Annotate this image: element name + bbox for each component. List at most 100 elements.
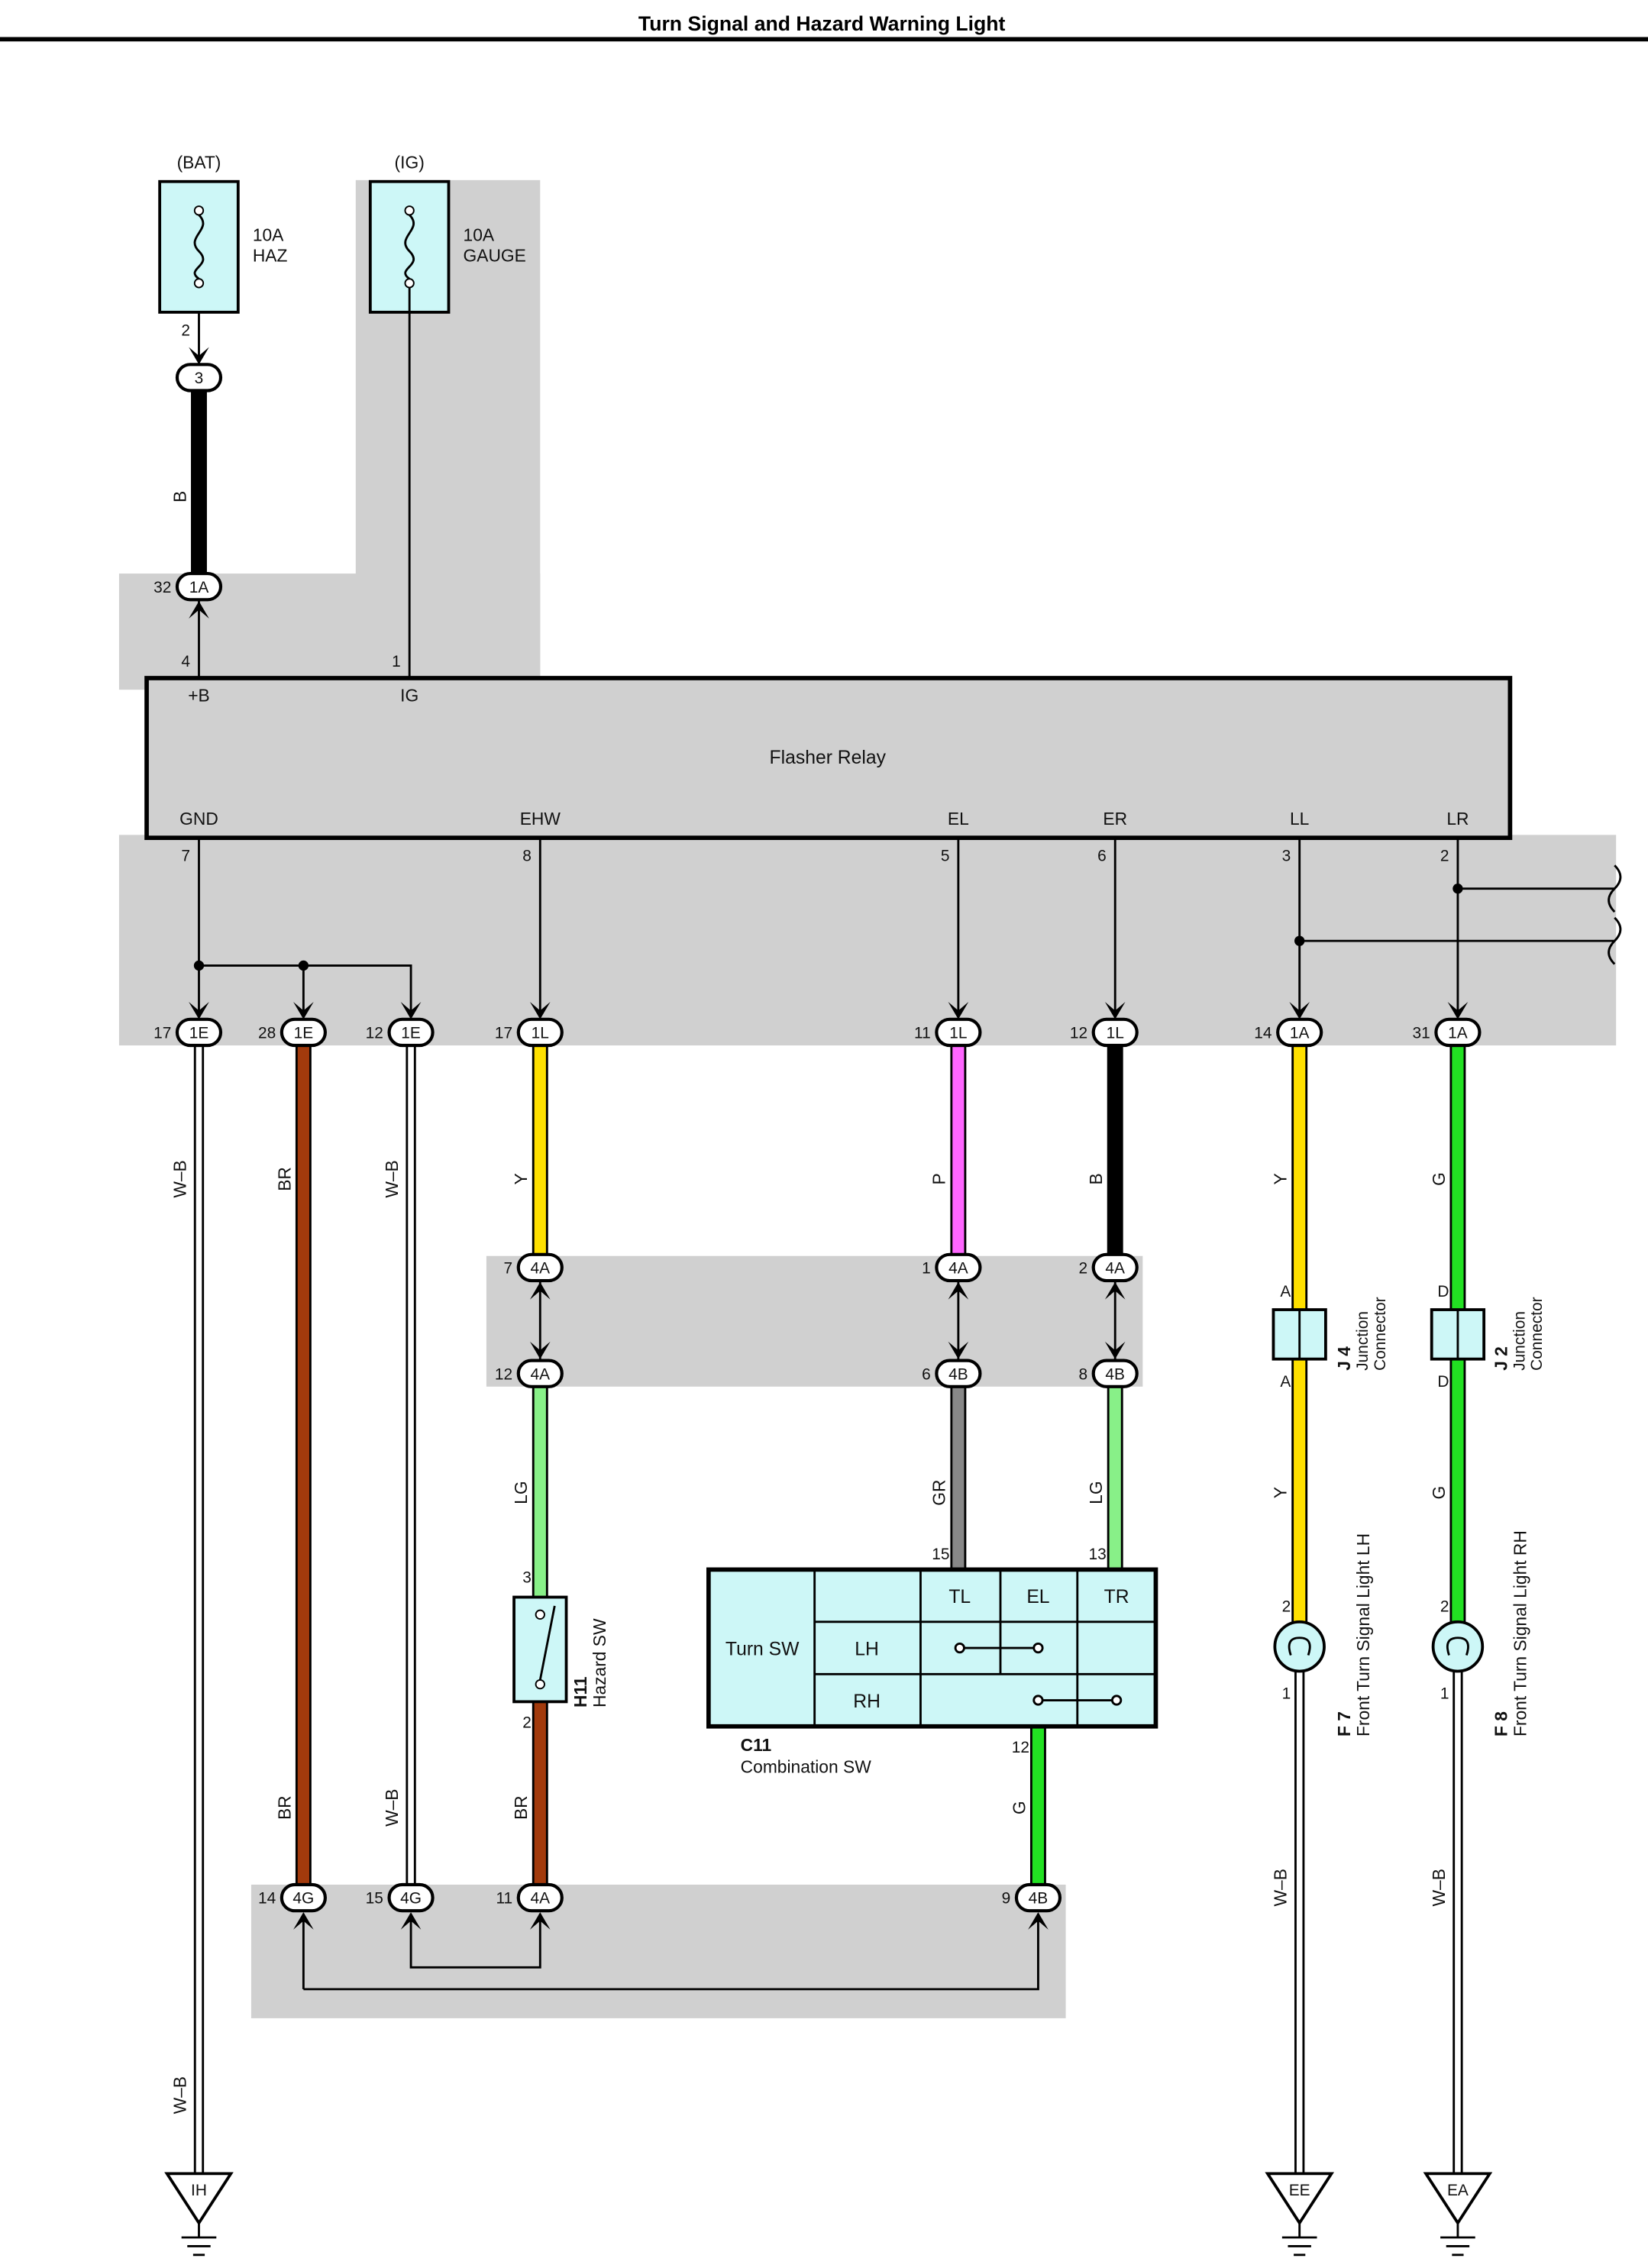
arrow-down-icon <box>1104 1001 1126 1019</box>
j2-id: J 2 <box>1491 1346 1511 1371</box>
connector-row4-1-code: 4G <box>400 1890 422 1908</box>
connector-row1-1-code: 1E <box>294 1025 314 1042</box>
arrow-up-icon <box>948 1281 969 1300</box>
connector-row2-2: 4A2 <box>1078 1252 1139 1283</box>
wire-label-wb2: W–B <box>382 1160 402 1197</box>
j2-name2: Connector <box>1528 1297 1546 1370</box>
contact-rh-icon <box>1032 1695 1123 1706</box>
wire-label-ll-lower: Y <box>1271 1487 1291 1498</box>
j2-name1: Junction <box>1511 1311 1528 1371</box>
connector-row4-2-code: 4A <box>531 1890 551 1908</box>
f7-pin-top: 2 <box>1282 1598 1291 1616</box>
arrow-up-icon <box>1104 1281 1126 1300</box>
connector-row4-3: 4B9 <box>1002 1882 1062 1913</box>
connector-row2-0-code: 4A <box>531 1260 551 1278</box>
break-marks <box>1608 864 1622 965</box>
j4-name1: Junction <box>1354 1311 1372 1371</box>
hazard-sw-pin-bottom: 2 <box>522 1714 532 1732</box>
connector-row2-1-pin: 1 <box>922 1260 931 1278</box>
connector-row4-1: 4G 15 <box>366 1882 435 1913</box>
combo-name: Combination SW <box>741 1757 872 1777</box>
junction-dots <box>193 884 1463 971</box>
wire-label-ehw: Y <box>511 1173 531 1184</box>
junction-j4: A A J 4 Junction Connector <box>1272 1283 1389 1391</box>
f8-pin-top: 2 <box>1440 1598 1449 1616</box>
j2-pin-top: D <box>1437 1283 1449 1300</box>
wire-label-bat: B <box>170 491 189 502</box>
arrow-up-icon <box>189 601 209 619</box>
ground-ih: IH <box>164 2172 234 2257</box>
connector-1a-top-pin: 32 <box>153 579 171 596</box>
relay-terminal-gnd: GND <box>179 809 218 829</box>
relay-terminal-ll: LL <box>1290 809 1309 829</box>
fuse-haz-name: HAZ <box>253 245 288 265</box>
f7-name: Front Turn Signal Light LH <box>1353 1533 1373 1737</box>
wire-label-br-lower: BR <box>274 1795 294 1820</box>
wire-label-er-lower: LG <box>1086 1481 1106 1504</box>
wire-label-el-lower: GR <box>929 1480 949 1506</box>
connector-row3-0-pin: 12 <box>495 1365 512 1383</box>
connector-bat-in: 3 <box>175 363 223 393</box>
connector-row3-1: 4B6 <box>922 1359 982 1388</box>
relay-terminal-el: EL <box>948 809 969 829</box>
connector-row4-2-pin: 11 <box>496 1890 512 1908</box>
connector-row3-1-pin: 6 <box>922 1365 931 1383</box>
connector-row1-5-pin: 12 <box>1070 1025 1087 1042</box>
connector-row1-2-pin: 12 <box>366 1025 383 1042</box>
connector-row1-7-pin: 31 <box>1413 1025 1430 1042</box>
wire-label-combo-out: G <box>1009 1801 1029 1814</box>
wire-label-f7-out: W–B <box>1271 1869 1291 1906</box>
combination-switch: Turn SW TL EL TR LH RH 15 13 12 C11 Comb… <box>706 1546 1158 1777</box>
wire-label-gnd: W–B <box>170 1160 189 1197</box>
connector-row4-1-pin: 15 <box>366 1890 383 1908</box>
wire-label-lr-lower: G <box>1429 1486 1449 1500</box>
arrow-markers <box>189 347 1469 1930</box>
connector-row4-0-code: 4G <box>292 1890 314 1908</box>
contact-lh-icon <box>954 1642 1044 1654</box>
wire-label-gnd-lower: W–B <box>170 2076 189 2114</box>
f8-pin-bottom: 1 <box>1440 1685 1449 1703</box>
arrow-down-icon <box>529 1001 551 1019</box>
relay-pin-3: 3 <box>1282 848 1291 865</box>
light-f7: 2 1 F 7 Front Turn Signal Light LH <box>1273 1533 1373 1737</box>
relay-pin-6: 6 <box>1097 848 1107 865</box>
relay-pin-2: 2 <box>1440 848 1449 865</box>
fuse-haz-rating: 10A <box>253 225 284 245</box>
relay-terminal-lr: LR <box>1446 809 1469 829</box>
ground-code: EE <box>1289 2182 1310 2199</box>
wire-label-el: P <box>929 1173 949 1184</box>
switch-contact-icon <box>538 1605 556 1681</box>
connector-row4-0-pin: 14 <box>258 1890 276 1908</box>
arrow-down-icon <box>400 1001 422 1019</box>
hazard-switch: 3 2 H11 Hazard SW <box>512 1569 609 1732</box>
wire-label-f8-out: W–B <box>1429 1869 1449 1906</box>
combo-col-tl: TL <box>948 1587 971 1607</box>
fuse-gauge-name: GAUGE <box>464 245 526 265</box>
j4-pin-top: A <box>1280 1283 1291 1300</box>
arrow-up-icon <box>529 1281 551 1300</box>
connector-row1-0-code: 1E <box>189 1025 209 1042</box>
j2-pin-bottom: D <box>1437 1373 1449 1391</box>
wire-label-haz-out: BR <box>511 1795 531 1820</box>
hazard-sw-id: H11 <box>570 1676 590 1707</box>
ground-symbols: IH EE EA <box>164 2172 1493 2257</box>
ground-code: EA <box>1447 2182 1469 2199</box>
connector-row3-2-pin: 8 <box>1078 1365 1087 1383</box>
relay-pin-7: 7 <box>181 848 190 865</box>
connector-row1-6-pin: 14 <box>1254 1025 1272 1042</box>
relay-terminal-bb: +B <box>188 685 210 705</box>
wire-label-ll: Y <box>1271 1173 1291 1184</box>
bulb-icon <box>1446 1636 1469 1656</box>
relay-terminal-er: ER <box>1103 809 1127 829</box>
fuse-gauge-rating: 10A <box>464 225 495 245</box>
connector-row1-3-pin: 17 <box>495 1025 512 1042</box>
connector-row4-3-pin: 9 <box>1002 1890 1011 1908</box>
